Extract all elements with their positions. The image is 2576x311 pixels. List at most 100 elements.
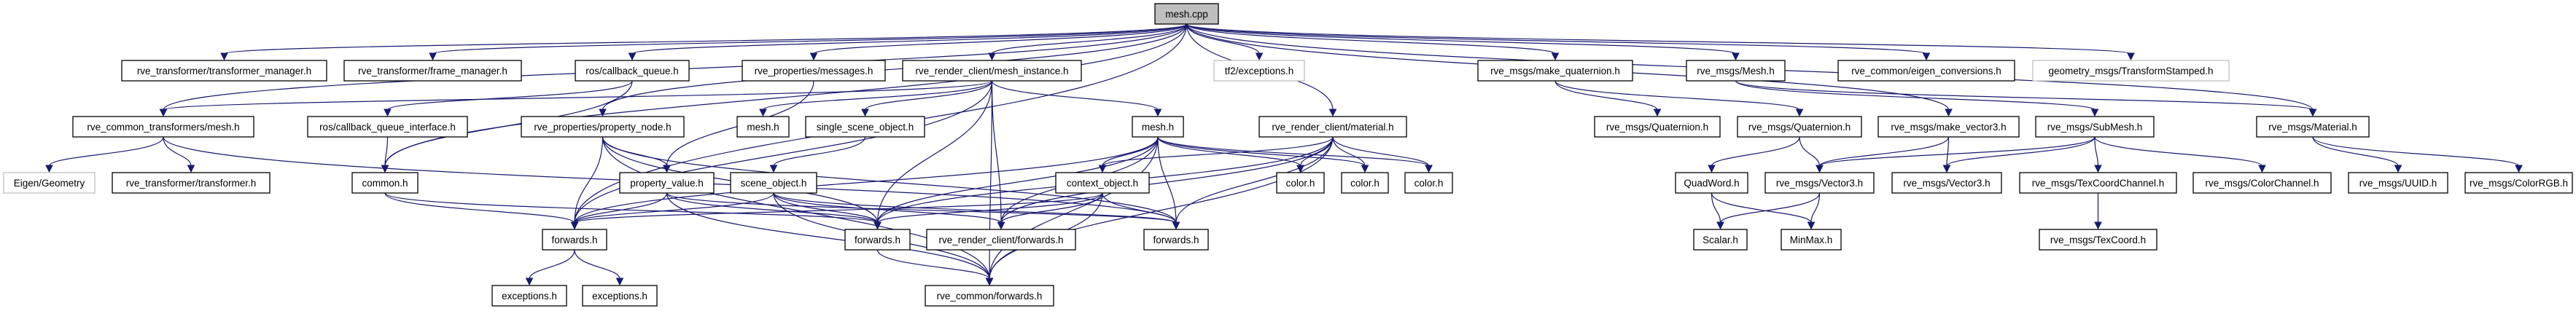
node-rve-msgs-submesh-h[interactable]: rve_msgs/SubMesh.h	[2035, 116, 2155, 138]
node-rve-properties-messages-h[interactable]: rve_properties/messages.h	[742, 60, 886, 82]
node-single-scene-object-h[interactable]: single_scene_object.h	[805, 116, 925, 138]
node-rve-transformer-transformer-h[interactable]: rve_transformer/transformer.h	[112, 172, 271, 194]
node-rve-render-client-material-h[interactable]: rve_render_client/material.h	[1258, 116, 1407, 138]
node-rve-render-client-mesh-instance-h[interactable]: rve_render_client/mesh_instance.h	[902, 60, 1082, 82]
node-label: mesh.h	[1142, 122, 1174, 133]
node-rve-common-transformers-mesh-h[interactable]: rve_common_transformers/mesh.h	[72, 116, 254, 138]
arrowhead-icon	[615, 277, 624, 286]
arrowhead-icon	[1732, 52, 1740, 61]
arrowhead-icon	[1255, 52, 1264, 61]
node-ros-callback-queue-h[interactable]: ros/callback_queue.h	[575, 60, 690, 82]
node-rve-msgs-vector3-h[interactable]: rve_msgs/Vector3.h	[1764, 172, 1875, 194]
node-rve-msgs-vector3-h[interactable]: rve_msgs/Vector3.h	[1891, 172, 2002, 194]
node-label: ros/callback_queue_interface.h	[319, 122, 456, 133]
node-eigen-geometry: Eigen/Geometry	[3, 172, 96, 194]
node-common-h[interactable]: common.h	[351, 172, 419, 194]
arrowhead-icon	[1361, 165, 1369, 173]
node-box	[742, 60, 886, 82]
edge-n0-to-eig	[1186, 23, 1927, 55]
node-rve-render-client-forwards-h[interactable]: rve_render_client/forwards.h	[926, 229, 1076, 251]
node-rve-msgs-material-h[interactable]: rve_msgs/Material.h	[2256, 116, 2370, 138]
edge-quadword-to-scalar	[1711, 192, 1721, 224]
edge-mi-to-fw2	[876, 80, 993, 224]
node-context-object-h[interactable]: context_object.h	[1055, 172, 1150, 194]
node-scalar-h[interactable]: Scalar.h	[1693, 229, 1748, 251]
node-minmax-h[interactable]: MinMax.h	[1781, 229, 1842, 251]
node-box	[1737, 116, 1862, 138]
node-property-value-h[interactable]: property_value.h	[619, 172, 715, 194]
edge-ctx-to-fw3	[1102, 192, 1177, 224]
node-forwards-h[interactable]: forwards.h	[542, 229, 607, 251]
node-color-h[interactable]: color.h	[1276, 172, 1325, 194]
node-rve-transformer-frame-manager-h[interactable]: rve_transformer/frame_manager.h	[343, 60, 522, 82]
node-rve-msgs-make-quaternion-h[interactable]: rve_msgs/make_quaternion.h	[1477, 60, 1633, 82]
node-mesh-h[interactable]: mesh.h	[1132, 116, 1184, 138]
edge-mi-to-sso	[864, 80, 993, 111]
node-rve-msgs-quaternion-h[interactable]: rve_msgs/Quaternion.h	[1594, 116, 1721, 138]
node-box	[575, 60, 690, 82]
node-label: rve_common/forwards.h	[937, 291, 1043, 302]
node-exceptions-h[interactable]: exceptions.h	[582, 285, 658, 307]
node-box	[2348, 172, 2448, 194]
node-label: rve_msgs/SubMesh.h	[2047, 122, 2143, 133]
edge-mi-to-rcfw	[991, 80, 1002, 224]
node-rve-msgs-mesh-h[interactable]: rve_msgs/Mesh.h	[1686, 60, 1786, 82]
arrowhead-icon	[988, 52, 996, 61]
edge-mesh2-to-rcf	[989, 136, 1159, 280]
edge-ctx-to-fw2	[876, 192, 1103, 224]
edge-common-to-fw2	[384, 192, 879, 224]
node-exceptions-h[interactable]: exceptions.h	[491, 285, 567, 307]
edge-n0-to-rmesh	[1186, 23, 1737, 55]
node-color-h[interactable]: color.h	[1404, 172, 1453, 194]
node-box	[1764, 172, 1875, 194]
arrowhead-icon	[769, 165, 778, 173]
node-label: rve_render_client/forwards.h	[938, 235, 1063, 245]
node-box	[805, 116, 925, 138]
node-rve-msgs-texcoord-h[interactable]: rve_msgs/TexCoord.h	[2039, 229, 2157, 251]
node-label: rve_transformer/transformer_manager.h	[137, 66, 311, 76]
node-box	[2035, 116, 2155, 138]
node-rve-common-eigen-conversions-h[interactable]: rve_common/eigen_conversions.h	[1837, 60, 2015, 82]
node-box	[1693, 229, 1748, 251]
edge-mesh2-to-color2	[1157, 136, 1366, 167]
node-rve-msgs-colorchannel-h[interactable]: rve_msgs/ColorChannel.h	[2192, 172, 2332, 194]
node-rve-common-forwards-h[interactable]: rve_common/forwards.h	[925, 285, 1054, 307]
edge-mat-to-rcfw	[1000, 136, 1334, 224]
arrowhead-icon	[1945, 109, 1953, 117]
arrowhead-icon	[1172, 221, 1180, 230]
node-box	[925, 285, 1054, 307]
node-rve-msgs-colorrgb-h[interactable]: rve_msgs/ColorRGB.h	[2464, 172, 2573, 194]
node-rve-transformer-transformer-manager-h[interactable]: rve_transformer/transformer_manager.h	[121, 60, 327, 82]
edge-rmesh-to-submesh	[1735, 80, 2096, 111]
node-box	[1686, 60, 1786, 82]
node-box	[1213, 60, 1305, 82]
node-rve-msgs-uuid-h[interactable]: rve_msgs/UUID.h	[2348, 172, 2448, 194]
node-rve-msgs-make-vector3-h[interactable]: rve_msgs/make_vector3.h	[1877, 116, 2020, 138]
node-label: rve_msgs/TexCoordChannel.h	[2032, 178, 2165, 189]
arrowhead-icon	[599, 109, 607, 117]
node-label: rve_msgs/UUID.h	[2359, 178, 2437, 189]
node-rve-msgs-quaternion-h[interactable]: rve_msgs/Quaternion.h	[1737, 116, 1862, 138]
node-label: rve_properties/property_node.h	[534, 122, 671, 133]
node-box	[1477, 60, 1633, 82]
node-rve-msgs-texcoordchannel-h[interactable]: rve_msgs/TexCoordChannel.h	[2019, 172, 2177, 194]
node-mesh-h[interactable]: mesh.h	[736, 116, 790, 138]
node-mesh-cpp[interactable]: mesh.cpp	[1154, 3, 1219, 25]
arrowhead-icon	[809, 52, 818, 61]
node-rve-properties-property-node-h[interactable]: rve_properties/property_node.h	[521, 116, 685, 138]
edge-submesh-to-vec1	[1818, 136, 2096, 167]
node-box	[1276, 172, 1325, 194]
node-ros-callback-queue-interface-h[interactable]: ros/callback_queue_interface.h	[307, 116, 468, 138]
node-forwards-h[interactable]: forwards.h	[1143, 229, 1209, 251]
node-box	[1132, 116, 1184, 138]
edge-mi-to-fw1	[574, 80, 993, 224]
node-color-h[interactable]: color.h	[1341, 172, 1389, 194]
node-label: color.h	[1286, 178, 1315, 189]
edge-mv3-to-vec1	[1818, 136, 1950, 167]
node-forwards-h[interactable]: forwards.h	[844, 229, 911, 251]
node-quadword-h[interactable]: QuadWord.h	[1675, 172, 1748, 194]
node-scene-object-h[interactable]: scene_object.h	[730, 172, 817, 194]
edge-rmat-to-uuid	[2312, 136, 2399, 167]
arrowhead-icon	[45, 165, 53, 173]
edge-so-to-rcfw	[773, 192, 1002, 224]
